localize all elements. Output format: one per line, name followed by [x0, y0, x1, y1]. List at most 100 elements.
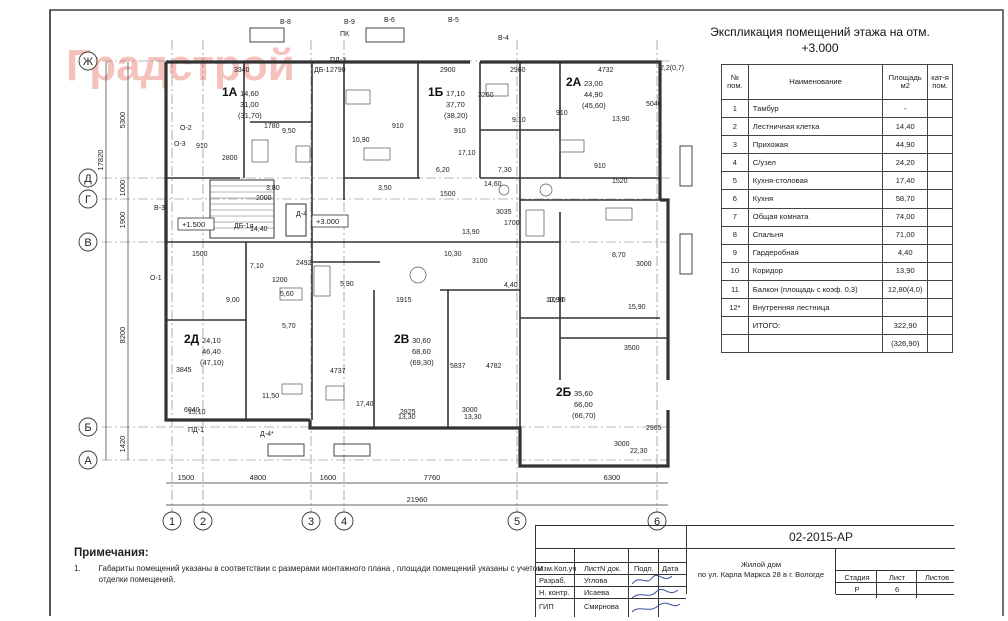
note-number: 1.: [74, 564, 81, 573]
axis-bubble-horizontal: [78, 51, 98, 71]
sheets-label: Листов: [924, 573, 949, 582]
room-area-label: 3845: [176, 367, 192, 374]
watermark: Градстрой: [66, 41, 295, 90]
room-area-label: 910: [454, 128, 466, 135]
room-area-label: 17,40: [356, 401, 374, 408]
row-area: 24,20: [882, 153, 929, 173]
explication-row: ИТОГО:322,90: [721, 316, 953, 336]
row-number: 11: [721, 279, 749, 300]
row-category: [927, 298, 953, 318]
element-mark: О-2: [180, 125, 192, 132]
element-mark: ПК: [340, 31, 350, 38]
header-name: Наименование: [747, 64, 884, 100]
level-mark: [311, 214, 349, 228]
room-area-label: 5040: [646, 101, 662, 108]
room-area-label: 910: [594, 163, 606, 170]
element-mark: ПД-3: [330, 57, 346, 64]
level-label: +3.000: [316, 217, 339, 226]
note-text: Габариты помещений указаны в соответстви…: [99, 563, 543, 585]
row-name: [747, 334, 884, 354]
room-area-label: 5,70: [282, 323, 296, 330]
axis-bubble-horizontal: [78, 232, 98, 252]
object-description: Жилой дом по ул. Карла Маркса 28 в г. Во…: [686, 548, 836, 594]
row-category: [927, 316, 953, 336]
element-mark: ДБ-1: [314, 67, 330, 74]
axis-bubble-horizontal: [78, 168, 98, 188]
room-area-label: 14,60: [484, 181, 502, 188]
row-name: Коридор: [747, 261, 884, 281]
axis-label-vertical: 1: [169, 516, 175, 528]
room-area-label: 1700: [504, 220, 520, 227]
room-area-label: 5,60: [280, 291, 294, 298]
apartment-gross-area: (66,70): [572, 411, 596, 420]
row-number: 4: [721, 153, 749, 173]
apartment-id: 2Д: [184, 332, 200, 346]
row-number: 6: [721, 189, 749, 209]
room-area-label: 4,40: [504, 282, 518, 289]
apartment-gross-area: (69,30): [410, 358, 434, 367]
apartment-living-area: 17,10: [446, 89, 465, 98]
explication-row: (326,90): [721, 334, 953, 354]
role-normcontrol: Н. контр.: [539, 588, 570, 597]
row-name: Кухня: [747, 189, 884, 209]
room-area-label: 1915: [396, 297, 412, 304]
room-area-label: 7,10: [250, 263, 264, 270]
room-area-label: 2000: [256, 195, 272, 202]
row-category: [927, 334, 953, 354]
element-mark: В-8: [280, 19, 291, 26]
stage-label: Стадия: [844, 573, 870, 582]
room-area-label: 22,30: [630, 448, 648, 455]
apartment-id: 2Б: [556, 385, 572, 399]
room-area-label: 4732: [598, 67, 614, 74]
room-area-label: 10,90: [548, 297, 566, 304]
axis-label-vertical: 6: [654, 516, 660, 528]
element-mark: В-4: [498, 35, 509, 42]
explication-table: № пом. Наименование Площадь м2 кат-я пом…: [721, 64, 953, 354]
row-area: [882, 298, 929, 318]
staircase: [209, 179, 307, 239]
fixtures: [251, 83, 633, 401]
apartment-gross-area: (38,20): [444, 111, 468, 120]
stamp-header-date: Дата: [662, 564, 679, 573]
row-name: Внутренняя лестница: [747, 298, 884, 318]
row-category: [927, 261, 953, 281]
row-category: [927, 117, 953, 137]
name-chief-engineer: Смирнова: [584, 602, 619, 611]
dimension-bottom: 1600: [320, 473, 337, 482]
note-text-line2: отделки помещений.: [98, 575, 176, 584]
explication-row: 12*Внутренняя лестница: [721, 298, 953, 318]
apartment-total-area: 46,40: [202, 347, 221, 356]
apartment-id: 1Б: [428, 85, 444, 99]
row-name: С/узел: [747, 153, 884, 173]
stamp-header-kol: Кол.уч: [554, 564, 577, 573]
dimension-bottom-total: 21960: [407, 495, 428, 504]
axis-bubble-vertical: [162, 511, 182, 531]
room-area-label: 10,90: [352, 137, 370, 144]
header-no: № пом.: [721, 64, 749, 100]
notes-heading: Примечания:: [74, 547, 149, 559]
element-mark: О-1: [150, 275, 162, 282]
axis-label-vertical: 4: [341, 516, 347, 528]
row-area: 4,40: [882, 243, 929, 263]
notes: Примечания: 1. Габариты помещений указан…: [74, 547, 544, 585]
room-area-label: 6,20: [436, 167, 450, 174]
explication-title: Экспликация помещений этажа на отм. +3.0…: [680, 24, 960, 56]
row-category: [927, 135, 953, 155]
dimension-left: 8200: [118, 327, 127, 344]
axis-bubble-vertical: [507, 511, 527, 531]
apartment-living-area: 35,60: [574, 389, 593, 398]
level-mark: [177, 217, 215, 231]
name-normcontrol: Исаева: [584, 588, 610, 597]
room-area-label: 3260: [478, 92, 494, 99]
row-number: 12*: [721, 298, 749, 318]
row-name: Прихожая: [747, 135, 884, 155]
room-area-label: 9,50: [282, 128, 296, 135]
axis-label-horizontal: А: [84, 455, 92, 467]
row-category: [927, 225, 953, 245]
